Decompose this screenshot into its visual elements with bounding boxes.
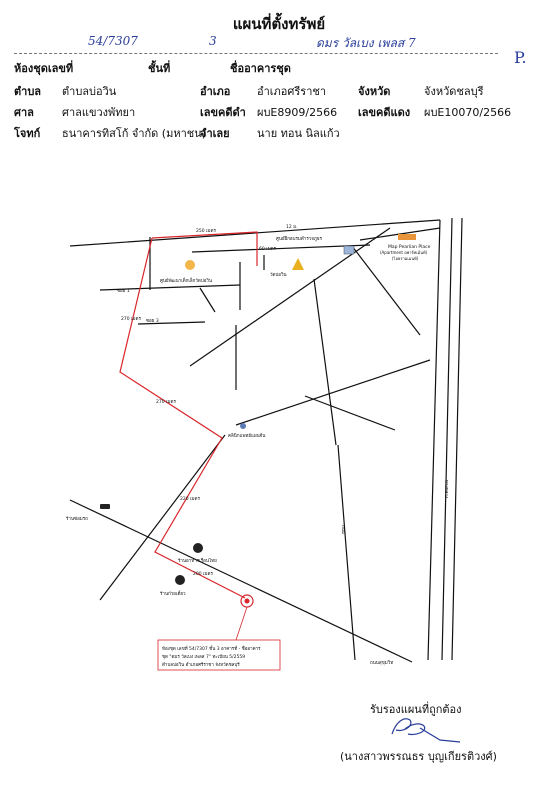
road-vertical-long xyxy=(337,444,356,661)
label-car-shop: ร้านซ่อมรถ xyxy=(66,516,88,522)
property-note-line3: ตำบลบ่อวิน อำเภอศรีราชา จังหวัดชลบุรี xyxy=(162,661,240,668)
property-marker-dot xyxy=(244,598,250,604)
road-network xyxy=(69,217,463,663)
floor-label: ชั้นที่ xyxy=(148,62,171,75)
label-mid-road: ถนน xyxy=(340,525,345,534)
label-right-road: ทางหลวง xyxy=(443,480,448,498)
highway-right-3 xyxy=(451,217,463,661)
road-cross xyxy=(235,359,431,426)
room-number-label: ห้องชุดเลขที่ xyxy=(14,62,74,75)
distance-left-upper: 270 เมตร xyxy=(121,316,141,322)
label-apartment-name: Map Pearlian Place xyxy=(388,244,431,250)
distance-bottom: 200 เมตร xyxy=(193,571,213,577)
property-note-line1: ห้องชุด เลขที่ 54/7307 ชั้น 3 อาคารที่ -… xyxy=(162,645,261,652)
plaintiff-value: ธนาคารทิสโก้ จำกัด (มหาชน) xyxy=(62,127,207,140)
page-title: แผนที่ตั้งทรัพย์ xyxy=(232,15,326,33)
label-school: ศูนย์พัฒนาเด็กเล็กวัดบ่อวิน xyxy=(160,276,212,284)
court-label: ศาล xyxy=(14,106,34,119)
property-callout-line xyxy=(235,606,248,641)
defendant-value: นาย ทอน นิลแก้ว xyxy=(257,127,340,140)
red-case-value: ผบE10070/2566 xyxy=(424,106,512,119)
highway-right-2 xyxy=(441,217,453,661)
clinic-icon xyxy=(240,423,246,429)
route-top xyxy=(151,231,258,266)
apartment-sign-icon xyxy=(398,234,416,240)
tambon-value: ตำบลบ่อวิน xyxy=(62,85,117,98)
distance-middle: 270 เมตร xyxy=(156,399,176,405)
road-diag-a xyxy=(199,287,216,313)
black-case-label: เลขคดีดำ xyxy=(200,106,246,119)
label-temple: วัดบ่อวิน xyxy=(270,272,287,278)
room-number-value: 54/7307 xyxy=(88,34,138,48)
label-apartment-sub2: (ไอยรามเมนท์) xyxy=(392,256,419,261)
label-restaurant2: ร้านก๋วยเตี๋ยว xyxy=(160,590,186,597)
page-mark: P. xyxy=(514,48,527,67)
amphoe-value: อำเภอศรีราชา xyxy=(257,85,327,98)
label-soi1: ซอย 1 xyxy=(117,288,130,294)
road-diagonal-main xyxy=(189,227,391,367)
road-left-diag xyxy=(99,434,226,601)
temple-icon xyxy=(292,258,304,270)
label-soi3: ซอย 3 xyxy=(146,318,159,324)
signature-icon xyxy=(391,718,461,743)
red-case-label: เลขคดีแดง xyxy=(358,106,411,119)
building-label: ชื่ออาคารชุด xyxy=(230,62,291,75)
building-value: ดมร วัลเบง เพลส 7 xyxy=(316,36,416,50)
label-bottom-road: ถนนสุขุมวิท xyxy=(370,660,393,666)
province-label: จังหวัด xyxy=(358,85,391,98)
plaintiff-label: โจทก์ xyxy=(14,127,41,140)
road-mid-2 xyxy=(351,245,421,336)
school-icon xyxy=(185,260,195,270)
restaurant-icon-1 xyxy=(193,543,203,553)
label-landmark-top: ศูนย์ฝึกอบรมตำรวจภูธร xyxy=(276,235,323,242)
route-main xyxy=(119,237,246,599)
property-note-line2: ชุด "ดมร วัลเบง เพลส 7" ทะเบียน 5/2559 xyxy=(162,654,245,660)
road-soi3 xyxy=(137,321,206,325)
building-icon xyxy=(343,245,355,255)
distance-top: 250 เมตร xyxy=(196,228,216,234)
court-value: ศาลแขวงพัทยา xyxy=(62,106,136,119)
tambon-label: ตำบล xyxy=(14,85,42,98)
label-restaurant1: ร้านอาหารเรือนไทย xyxy=(178,557,217,564)
separator-line xyxy=(14,53,498,54)
label-apartment-sub: (Apartment อพาร์ทเม้นท์) xyxy=(380,250,428,255)
road-top-inner xyxy=(191,244,371,253)
highway-right-1 xyxy=(427,219,441,661)
defendant-label: จำเลย xyxy=(200,127,230,140)
road-bottom xyxy=(69,499,413,663)
distance-lower: 220 เมตร xyxy=(180,496,200,502)
restaurant-icon-2 xyxy=(175,575,185,585)
car-icon xyxy=(100,504,110,509)
label-clinic: คลินิกแพทย์แผนจีน xyxy=(228,432,265,439)
road-short-right xyxy=(304,395,396,431)
province-value: จังหวัดชลบุรี xyxy=(424,85,484,98)
distance-top-vertical: 60 เมตร xyxy=(259,246,277,252)
certify-text: รับรองแผนที่ถูกต้อง xyxy=(370,703,462,716)
distance-top-road: 12 ม. xyxy=(286,224,298,230)
property-note-box xyxy=(157,639,281,671)
road-top xyxy=(69,219,441,247)
road-soi1 xyxy=(99,284,241,291)
amphoe-label: อำเภอ xyxy=(200,85,231,98)
black-case-value: ผบE8909/2566 xyxy=(257,106,338,119)
road-mid-1 xyxy=(313,278,337,446)
signer-name: (นางสาวพรรณธร บุญเกียรติวงศ์) xyxy=(340,750,497,763)
floor-value: 3 xyxy=(209,34,217,48)
